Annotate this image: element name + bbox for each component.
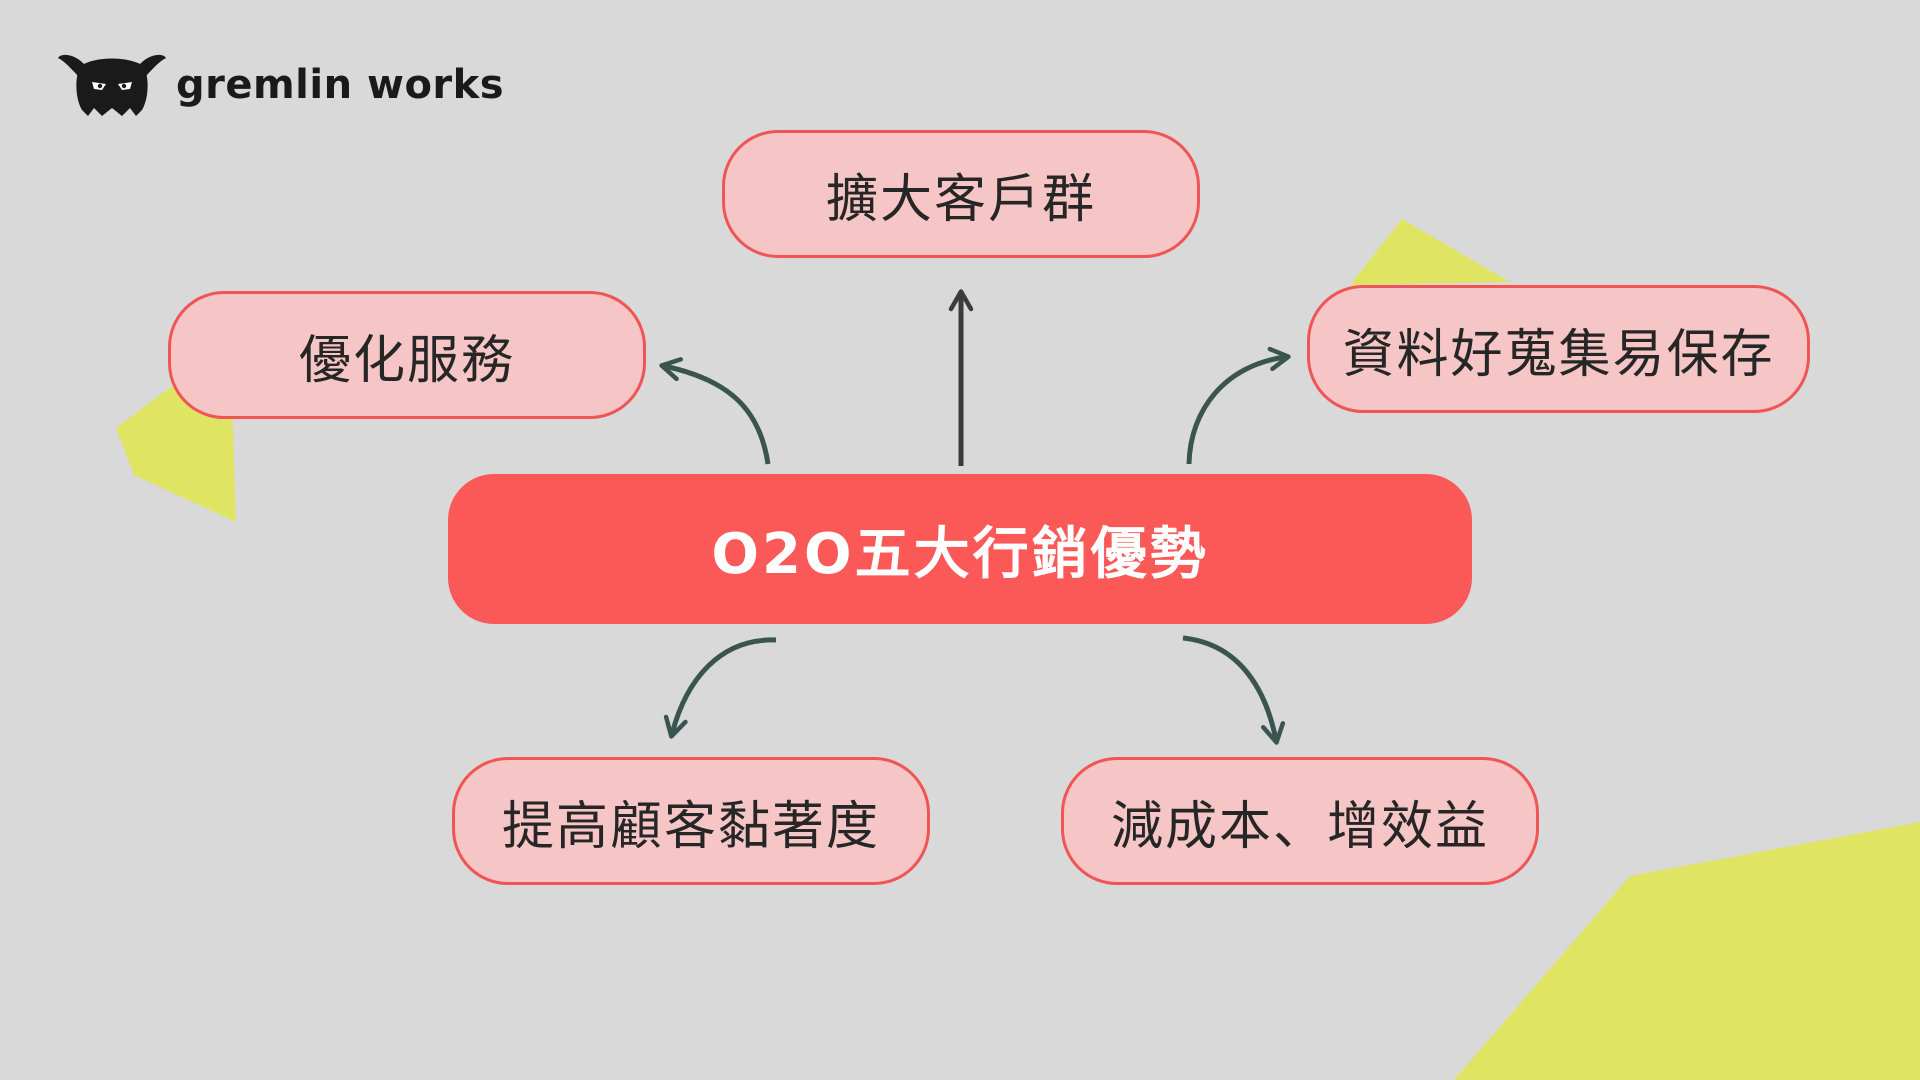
center-node-label: O2O五大行銷優勢 — [711, 521, 1209, 587]
node-optimize-service: 優化服務 — [168, 291, 646, 419]
node-label: 減成本、增效益 — [1110, 796, 1489, 857]
accent-shape-upper-right — [1350, 219, 1510, 285]
arrow-to-right — [1186, 346, 1291, 465]
arrow-to-left — [659, 357, 771, 465]
node-data-collection: 資料好蒐集易保存 — [1307, 285, 1810, 413]
node-cost-efficiency: 減成本、增效益 — [1061, 757, 1539, 885]
node-label: 資料好蒐集易保存 — [1342, 324, 1775, 385]
brand-name: gremlin works — [176, 62, 505, 108]
accent-shape-bottom-right — [1454, 822, 1920, 1080]
node-expand-customers: 擴大客戶群 — [722, 130, 1200, 258]
brand-logo: gremlin works — [56, 50, 504, 120]
node-label: 提高顧客黏著度 — [501, 796, 880, 857]
center-node: O2O五大行銷優勢 — [448, 474, 1472, 624]
arrow-to-bottom-left — [663, 637, 777, 739]
accent-shape-left — [116, 383, 236, 522]
gremlin-mascot-icon — [58, 54, 166, 116]
arrow-to-bottom-right — [1182, 635, 1286, 745]
node-customer-loyalty: 提高顧客黏著度 — [452, 757, 930, 885]
node-label: 優化服務 — [298, 330, 515, 391]
node-label: 擴大客戶群 — [825, 169, 1096, 230]
